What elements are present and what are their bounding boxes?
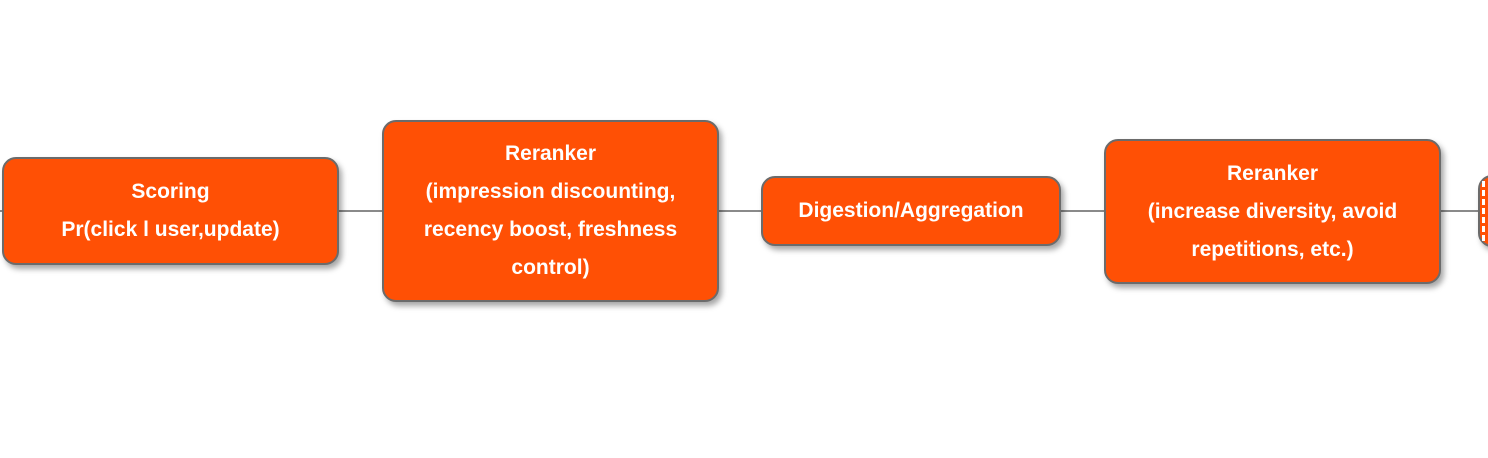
reranker-diversity-title: Reranker — [1226, 161, 1319, 185]
reranker-impression-line-3: control) — [511, 256, 590, 279]
digestion-aggregation-label: Digestion/Aggregation — [798, 199, 1024, 222]
digestion-aggregation-node: Digestion/Aggregation — [761, 176, 1061, 246]
connector-reranker2-to-next — [1440, 210, 1480, 212]
scoring-title: Scoring — [131, 180, 210, 203]
reranker-diversity-line-1: (increase diversity, avoid — [1147, 199, 1398, 223]
reranker-diversity-line-2: repetitions, etc.) — [1191, 237, 1354, 261]
connector-scoring-to-reranker1 — [338, 210, 384, 212]
reranker-impression-title: Reranker — [504, 142, 597, 165]
reranker-diversity-node: Reranker (increase diversity, avoid repe… — [1104, 139, 1441, 284]
connector-reranker1-to-digestion — [718, 210, 762, 212]
next-node-partial — [1478, 175, 1488, 247]
reranker-impression-line-2: recency boost, freshness — [423, 218, 678, 241]
scoring-formula: Pr(click l user,update) — [61, 218, 280, 241]
next-node-dashed-outline — [1482, 181, 1488, 241]
scoring-node: Scoring Pr(click l user,update) — [2, 157, 339, 265]
reranker-impression-node: Reranker (impression discounting, recenc… — [382, 120, 719, 302]
connector-digestion-to-reranker2 — [1060, 210, 1106, 212]
reranker-impression-line-1: (impression discounting, — [425, 180, 676, 203]
